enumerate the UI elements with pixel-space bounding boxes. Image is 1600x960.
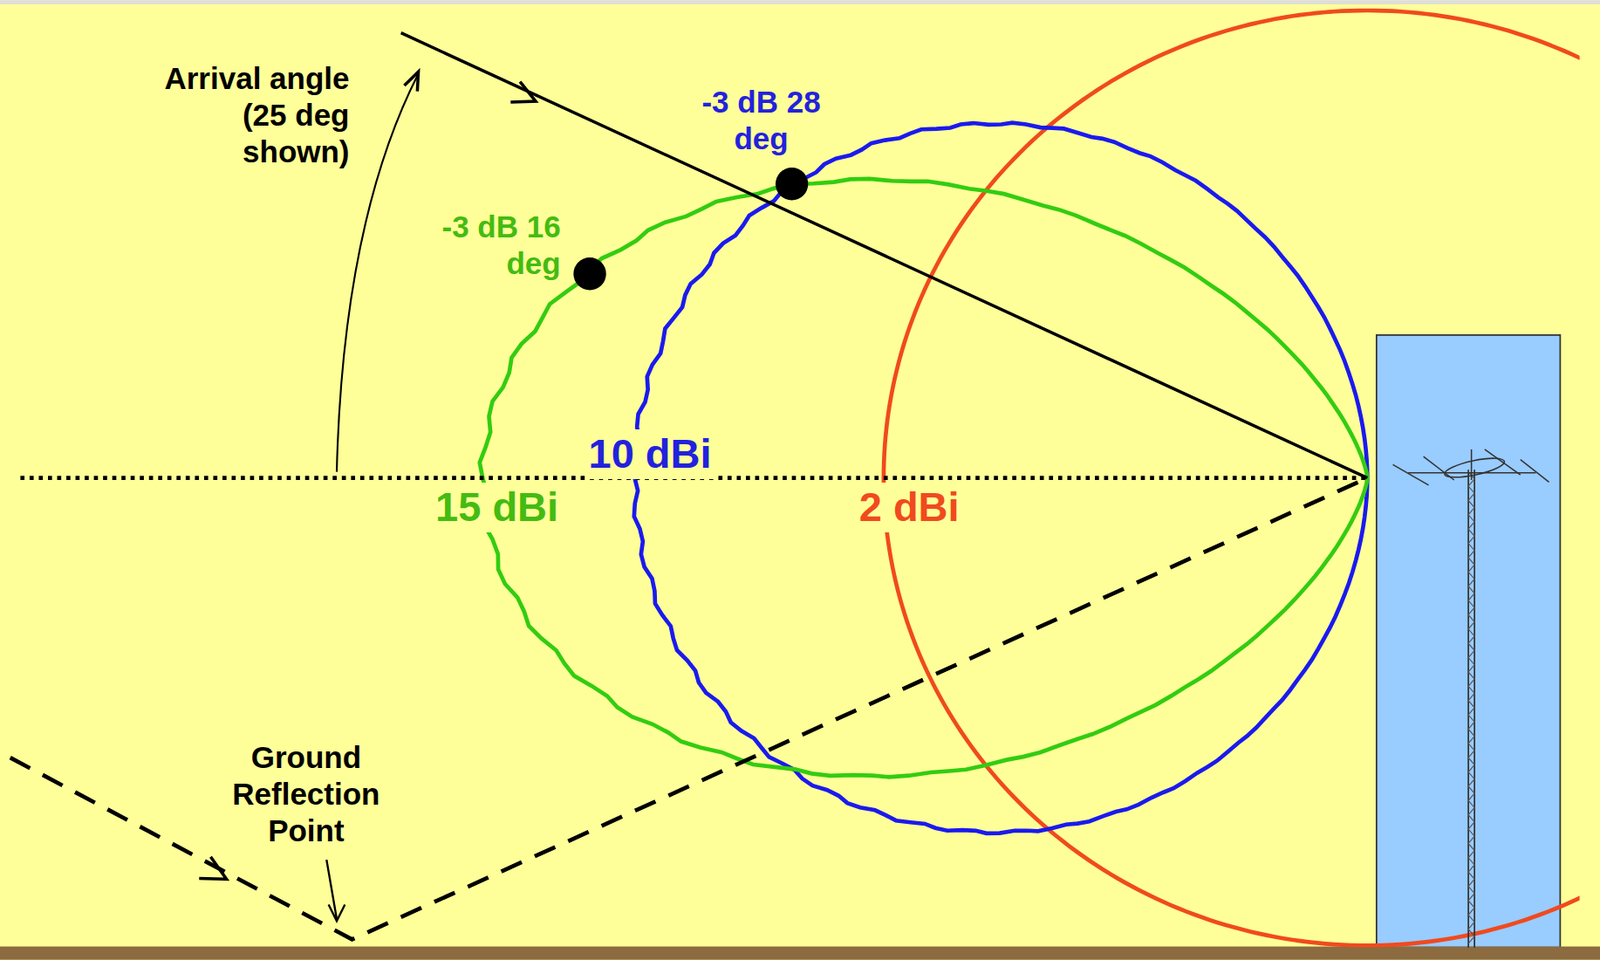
gain-label: 15 dBi (432, 482, 561, 532)
direct-ray (401, 33, 1368, 479)
arrow-head (198, 856, 226, 880)
leader-head (328, 904, 346, 922)
antenna-element (1520, 459, 1550, 483)
label-box: 10 dBi (586, 429, 715, 479)
label-box: 2 dBi (856, 482, 963, 532)
arrow-head (510, 82, 536, 103)
reflected-ray (10, 478, 1368, 940)
blue-3db-dot (775, 167, 808, 200)
beamwidth-note: -3 dB 16 deg (422, 208, 564, 282)
beamwidth-note: -3 dB 28 deg (690, 83, 833, 158)
angle-arrow (336, 73, 419, 472)
label-box: Arrival angle (25 deg shown) (159, 60, 352, 171)
mast-lattice (1468, 471, 1475, 944)
angle-note: Arrival angle (25 deg shown) (159, 60, 352, 171)
antenna-loop (1442, 454, 1506, 482)
label-box: -3 dB 16 deg (422, 208, 564, 282)
label-box: Ground Reflection Point (210, 738, 403, 849)
label-box: 15 dBi (432, 482, 561, 532)
ground-bar (0, 946, 1600, 960)
gain-label: 2 dBi (856, 482, 963, 532)
mast-rail (1467, 469, 1470, 947)
green-3db-dot (573, 257, 606, 290)
antenna-element (1393, 464, 1430, 485)
arrow-head (403, 71, 418, 92)
tower-panel (1376, 335, 1561, 948)
reflection-note: Ground Reflection Point (210, 738, 403, 849)
blue-pattern (631, 123, 1368, 834)
gain-label: 10 dBi (586, 429, 715, 479)
label-box: -3 dB 28 deg (690, 83, 833, 158)
top-strip (0, 0, 1600, 5)
